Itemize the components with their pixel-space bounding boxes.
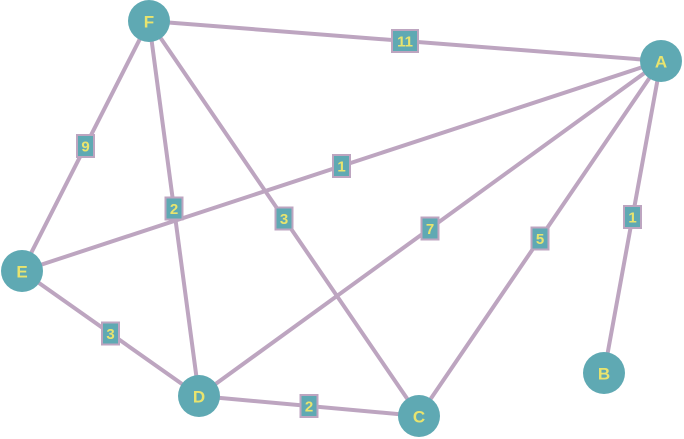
node-circle: [178, 375, 220, 417]
node-circle: [1, 250, 43, 292]
node-b: B: [583, 352, 625, 394]
node-a: A: [640, 40, 682, 82]
edge-weight-label: 1: [337, 159, 345, 176]
edge-weight-label: 9: [81, 139, 89, 156]
edge-weight-label: 2: [305, 399, 313, 416]
node-d: D: [178, 375, 220, 417]
edge-weight-box: [76, 134, 95, 158]
edge-weight-a-b: 1: [623, 205, 642, 229]
edge-weight-box: [391, 29, 419, 53]
node-circle: [583, 352, 625, 394]
edge-weight-label: 3: [280, 211, 288, 228]
node-circle: [398, 395, 440, 437]
edge-weight-box: [101, 321, 120, 346]
edge-weight-box: [332, 154, 351, 178]
edge-weight-a-e: 1: [332, 154, 351, 178]
node-label: F: [144, 13, 154, 32]
edge-weight-box: [164, 196, 184, 221]
edge-weight-f-d: 2: [164, 196, 184, 221]
edge-weight-label: 3: [106, 326, 114, 343]
node-c: C: [398, 395, 440, 437]
edge-weight-box: [274, 206, 294, 231]
edge-weight-label: 5: [536, 231, 544, 248]
node-circle: [128, 0, 170, 42]
edge-weight-label: 2: [170, 201, 178, 218]
node-e: E: [1, 250, 43, 292]
node-f: F: [128, 0, 170, 42]
edge-weights-layer: 11 9 2 3 1 7 5 1 3 2: [76, 29, 642, 418]
node-label: B: [598, 365, 610, 384]
edge-weight-box: [299, 394, 319, 418]
edge-weight-f-c: 3: [274, 206, 294, 231]
edge-weight-label: 7: [426, 221, 434, 238]
edge-weight-box: [623, 205, 642, 229]
edge-weight-a-c: 5: [530, 226, 550, 251]
node-label: A: [655, 53, 667, 72]
edge-weight-f-a: 11: [391, 29, 419, 53]
edge-weight-d-c: 2: [299, 394, 319, 418]
edges-layer: [20, 19, 663, 418]
node-label: E: [16, 263, 27, 282]
node-label: C: [413, 408, 425, 427]
edge-weight-box: [420, 216, 440, 241]
node-circle: [640, 40, 682, 82]
edge-weight-box: [530, 226, 550, 251]
edge-weight-label: 1: [628, 210, 636, 227]
node-label: D: [193, 388, 205, 407]
edge-weight-e-d: 3: [101, 321, 120, 346]
edge-weight-a-d: 7: [420, 216, 440, 241]
edge-weight-f-e: 9: [76, 134, 95, 158]
edge-weight-label: 11: [397, 34, 413, 51]
